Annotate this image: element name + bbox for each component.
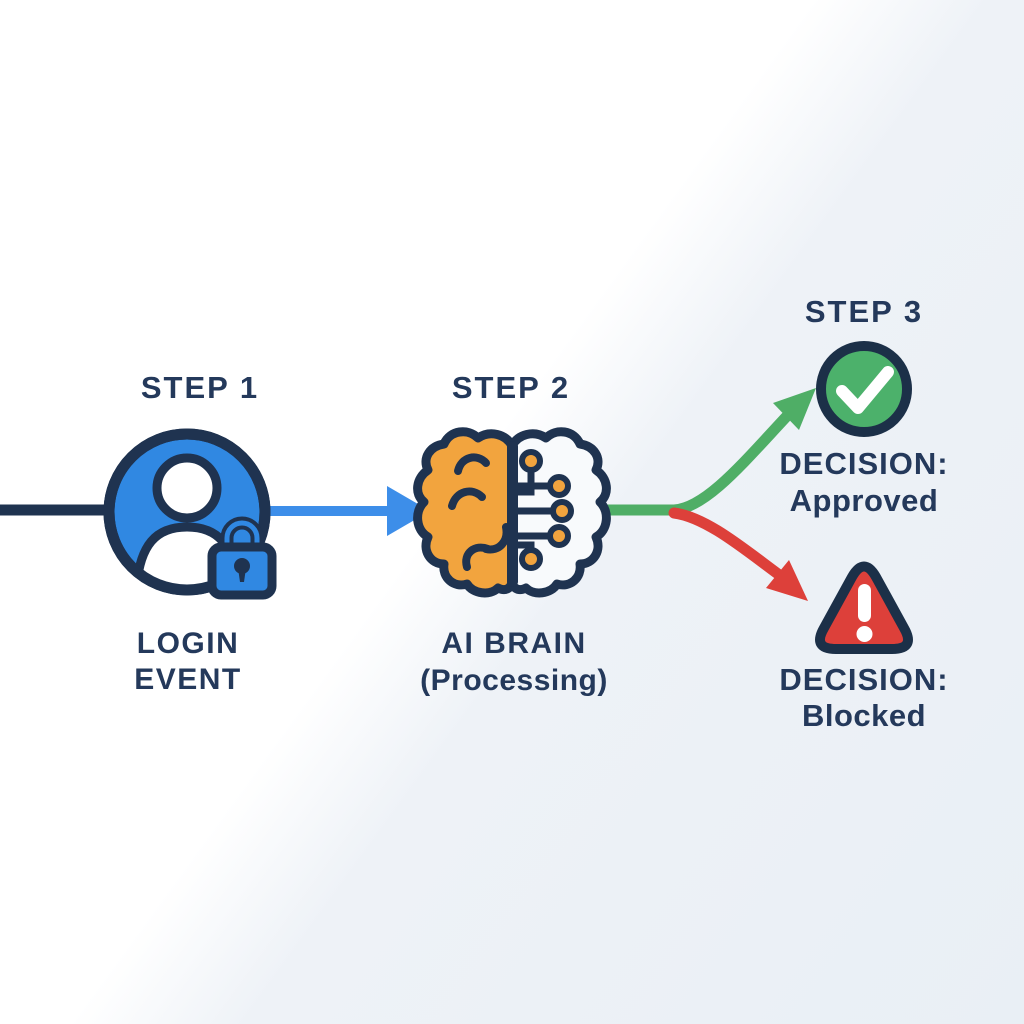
- login-to-brain-arrow: [270, 486, 430, 536]
- decision-approved-label: DECISION:: [779, 446, 948, 481]
- login-event-label-line2: EVENT: [134, 663, 242, 696]
- warning-triangle-icon: [815, 561, 913, 654]
- circuit-nodes: [519, 449, 574, 571]
- blue-arrowhead-icon: [387, 486, 430, 536]
- step3-title: STEP 3: [805, 294, 923, 329]
- decision-blocked-label: DECISION:: [779, 662, 948, 697]
- ai-brain-label-line1: AI BRAIN: [441, 627, 586, 660]
- checkmark-circle-icon: [816, 341, 912, 437]
- green-arrowhead-icon: [773, 388, 816, 430]
- ai-brain-label-line2: (Processing): [420, 664, 608, 697]
- user-head: [152, 453, 222, 523]
- red-arrowhead-icon: [766, 560, 808, 601]
- decision-blocked-value: Blocked: [802, 698, 926, 733]
- brain-folds: [448, 453, 511, 571]
- brain-to-blocked-arrow: [668, 507, 808, 601]
- brain-circuit-icon: [413, 427, 611, 598]
- brain-divider: [507, 441, 518, 587]
- keyhole: [234, 558, 250, 574]
- user-lock-icon: [103, 428, 277, 600]
- decision-approved-value: Approved: [790, 483, 939, 518]
- step1-title: STEP 1: [141, 370, 259, 405]
- lock-icon: [207, 516, 277, 600]
- step2-title: STEP 2: [452, 370, 570, 405]
- login-event-label-line1: LOGIN: [137, 627, 240, 660]
